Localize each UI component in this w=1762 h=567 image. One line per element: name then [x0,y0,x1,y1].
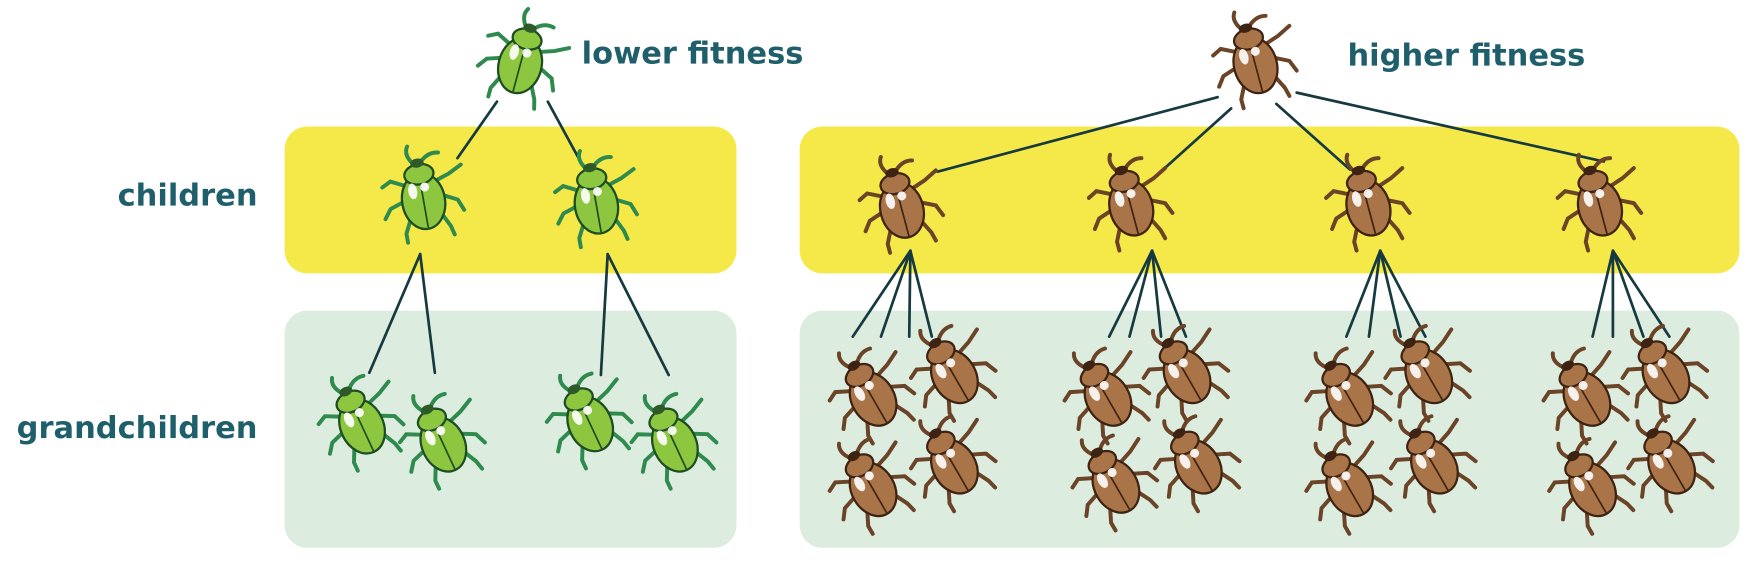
grandchildren-band-lower [284,310,737,548]
higher-fitness-label: higher fitness [1347,39,1585,74]
lineage-edges-higher [851,91,1671,338]
children-band-higher [799,126,1740,274]
parent-beetle-green [468,0,579,116]
lineage-edges-lower [367,100,671,377]
grandchildren-label: grandchildren [17,411,258,446]
children-band-lower [284,126,737,274]
grandchildren-band-higher [799,310,1740,548]
children-label: children [118,179,258,214]
lower-fitness-label: lower fitness [582,36,804,71]
